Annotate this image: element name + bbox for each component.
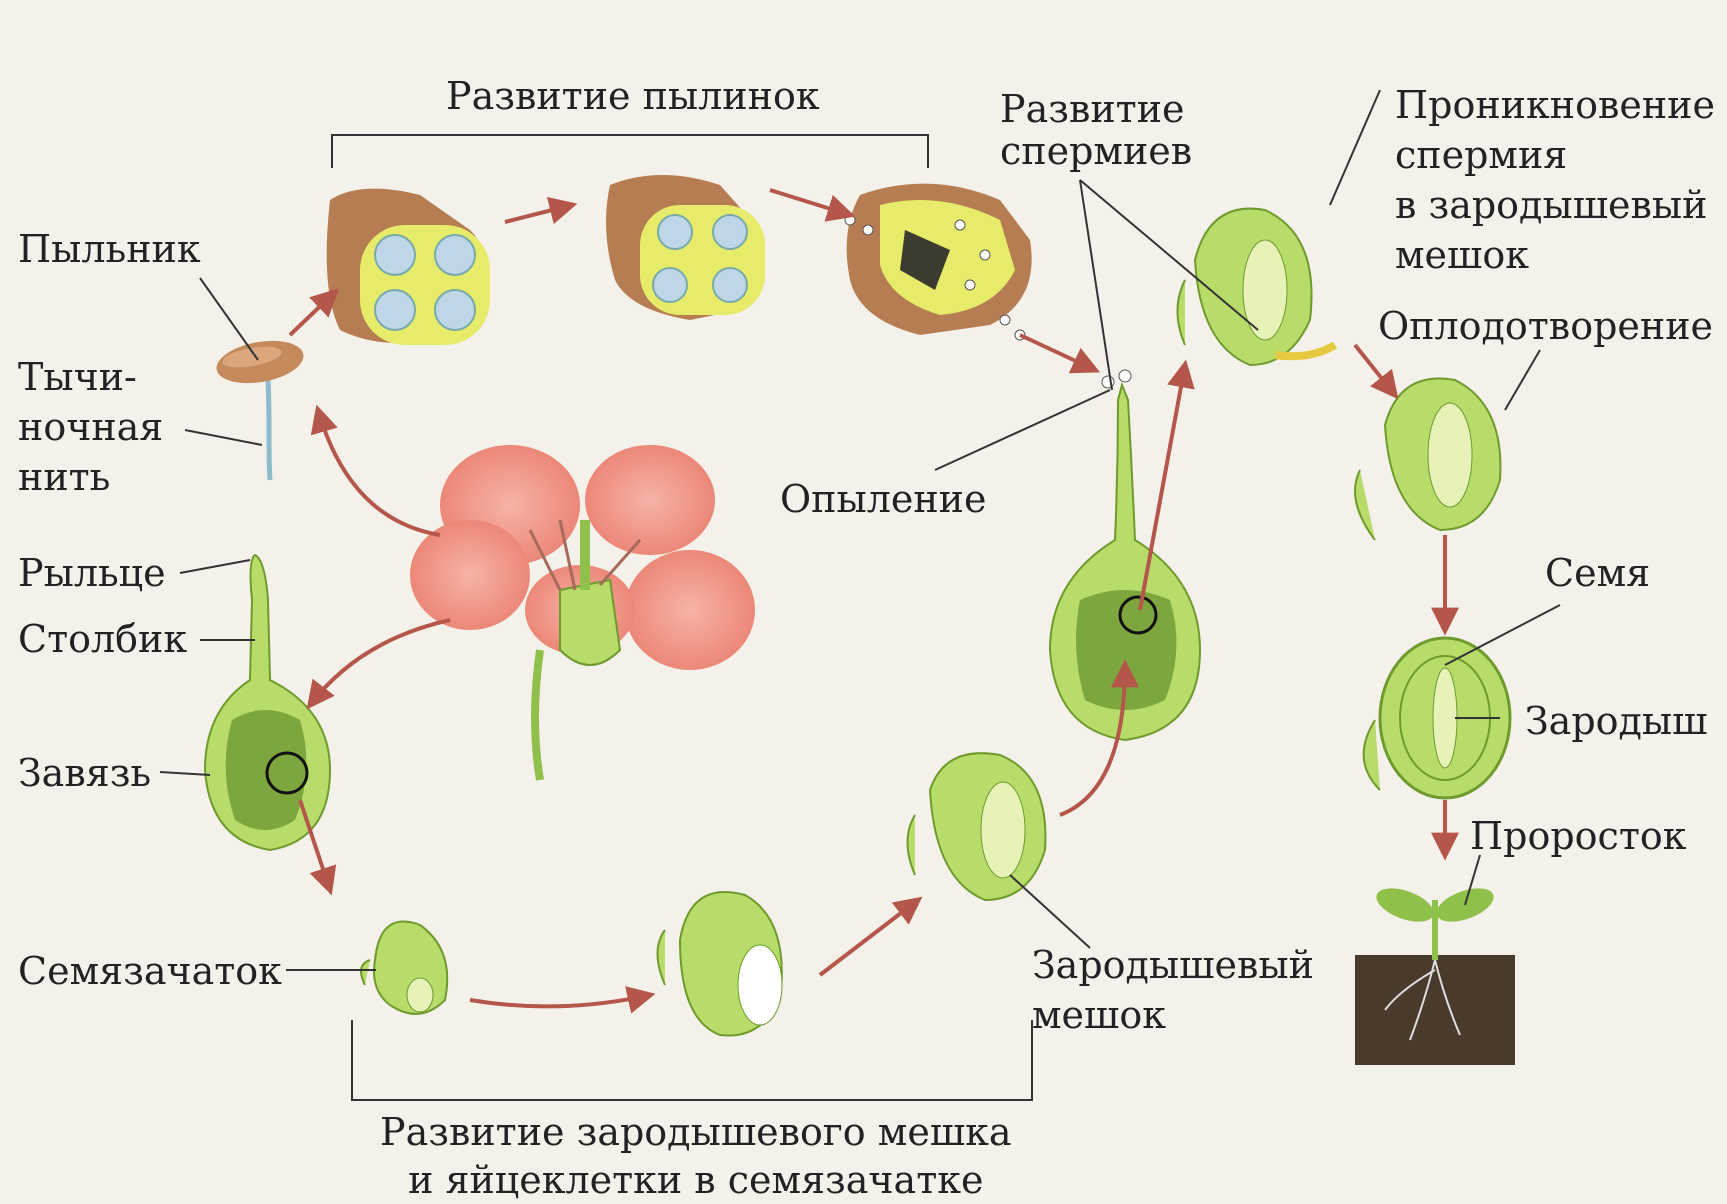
- sprout: [1355, 882, 1515, 1065]
- ovule-with-embryo-sac: [908, 753, 1046, 900]
- label-ovary: Завязь: [18, 752, 151, 794]
- leader-sperm-1: [1080, 180, 1112, 390]
- sperm-penetration-ovule: [1178, 209, 1336, 365]
- embryo-sac-development-bracket: [352, 1020, 1032, 1100]
- label-seed: Семя: [1545, 552, 1650, 594]
- arrow-pollen-to-stigma: [1020, 335, 1095, 370]
- leader-anther: [200, 278, 258, 360]
- label-embryo-sac: Зародышевый мешок: [1032, 940, 1314, 1040]
- label-embryo-sac-development: Развитие зародышевого мешка и яйцеклетки…: [380, 1108, 1012, 1204]
- fertilized-ovule: [1355, 378, 1500, 540]
- label-sprout: Проросток: [1470, 815, 1686, 857]
- arrow-section-2-to-open: [770, 190, 850, 215]
- flower: [410, 445, 755, 780]
- arrow-anther-to-section: [290, 292, 335, 335]
- label-anther-development: Развитие пылинок: [446, 75, 820, 117]
- open-anther-releasing-pollen: [845, 184, 1032, 340]
- label-stigma: Рыльце: [18, 552, 166, 594]
- arrow-ovule-to-developing: [470, 995, 650, 1006]
- leader-penetration: [1330, 90, 1380, 205]
- ovule: [361, 922, 447, 1014]
- label-embryo: Зародыш: [1525, 700, 1708, 742]
- anther-section-2: [606, 175, 765, 320]
- label-pollination: Опыление: [780, 478, 987, 520]
- anther-development-bracket: [332, 135, 928, 168]
- leader-ovary: [160, 772, 210, 775]
- label-style: Столбик: [18, 618, 187, 660]
- leader-pollination: [935, 390, 1110, 470]
- label-ovule: Семязачаток: [18, 950, 282, 992]
- arrow-flower-to-anther: [318, 410, 440, 535]
- label-anther: Пыльник: [18, 228, 201, 270]
- leader-fertilization: [1505, 350, 1540, 410]
- label-sperm-development: Развитие спермиев: [1000, 88, 1192, 172]
- arrow-developing-to-embryo-sac: [820, 900, 918, 975]
- developing-ovule: [658, 892, 783, 1036]
- anther-on-filament: [213, 335, 307, 480]
- label-sperm-penetration: Проникновение спермия в зародышевый мешо…: [1395, 80, 1715, 280]
- leader-filament: [185, 430, 262, 445]
- anther-section-1: [327, 189, 490, 345]
- arrow-section-1-to-2: [505, 205, 572, 222]
- label-fertilization: Оплодотворение: [1378, 305, 1713, 347]
- arrow-penetration-to-fertilization: [1355, 345, 1395, 395]
- leader-embryo-sac: [1010, 875, 1090, 948]
- leader-stigma: [180, 560, 250, 573]
- arrow-flower-to-pistil: [310, 620, 450, 705]
- leader-seed: [1445, 605, 1560, 665]
- label-filament: Тычи- ночная нить: [18, 352, 163, 502]
